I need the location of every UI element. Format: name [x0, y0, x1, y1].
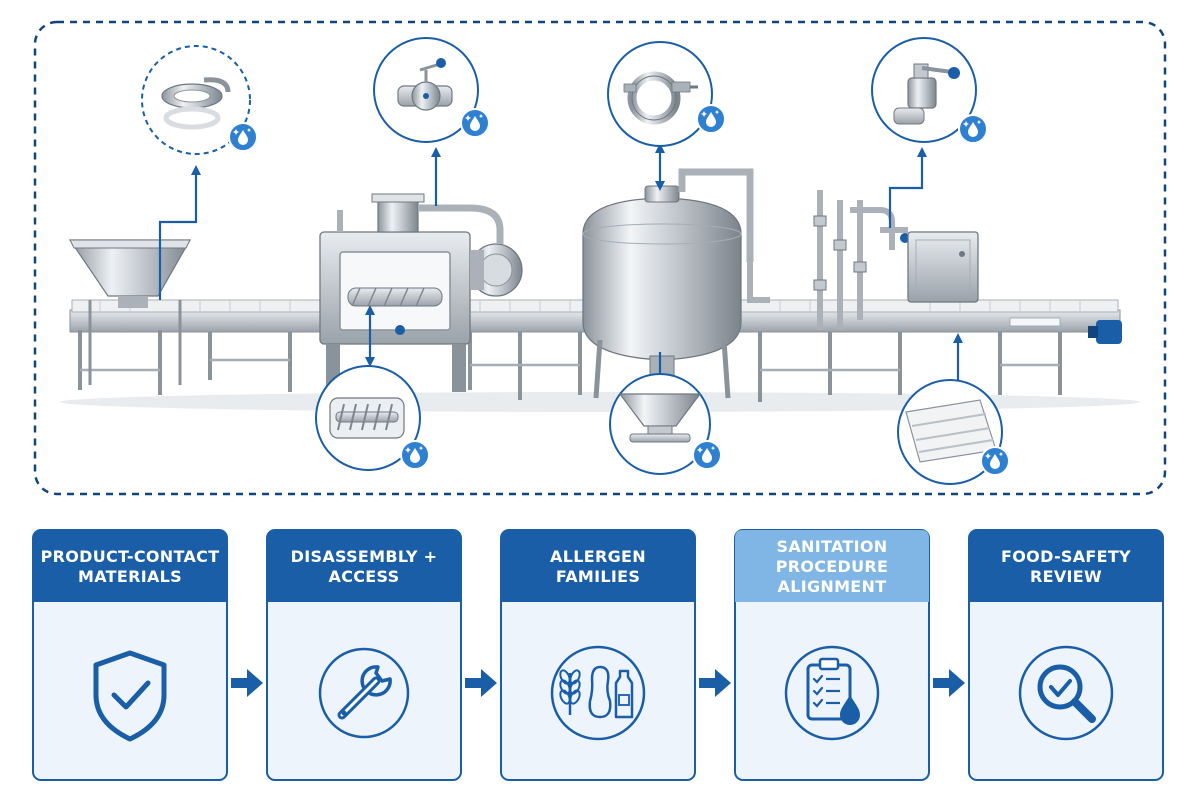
modular-belt-icon: [905, 399, 997, 463]
step-card-header: [969, 530, 1163, 602]
processing-line: [60, 168, 1140, 412]
clipboard-drop-icon: [784, 645, 880, 741]
wrench-icon: [318, 647, 410, 739]
flow-arrow: [933, 669, 965, 697]
sanitize-badge-icon: [980, 446, 1010, 476]
callout-ball-valve: [871, 37, 988, 144]
equipment-frame: [33, 20, 1167, 496]
step-title-line: ALLERGEN: [550, 547, 646, 566]
step-title-line: MATERIALS: [78, 567, 182, 586]
step-title-line: ALIGNMENT: [778, 577, 887, 596]
allergen-icon: [550, 645, 646, 741]
step-card-header: [267, 530, 461, 602]
callout-tri-clamp: [607, 41, 726, 147]
valve-manifold: [817, 190, 908, 330]
clamp-gasket-icon: [161, 77, 231, 130]
step-card-2: DISASSEMBLY +ACCESS: [266, 529, 462, 781]
callout-tank-outlet: [609, 373, 722, 475]
flow-arrow: [465, 669, 497, 697]
sanitize-badge-icon: [400, 440, 430, 470]
step-card-header: [735, 530, 929, 602]
sanitize-badge-icon: [958, 114, 988, 144]
sanitize-badge-icon: [228, 122, 258, 152]
connector-ball-valve: [888, 147, 927, 228]
callout-modular-belt: [897, 379, 1010, 485]
tank-outlet-icon: [618, 393, 702, 443]
holding-tank: [582, 168, 770, 399]
flow-arrow: [699, 669, 731, 697]
callout-butterfly-valve: [373, 37, 490, 143]
callout-auger: [315, 365, 430, 471]
step-title-line: PROCEDURE: [776, 557, 889, 576]
sanitize-badge-icon: [460, 108, 490, 138]
control-cabinet: [907, 231, 979, 303]
step-title-line: DISASSEMBLY +: [291, 547, 438, 566]
callout-connectors: [158, 143, 963, 385]
butterfly-valve-icon: [397, 58, 453, 111]
ball-valve-icon: [893, 63, 960, 125]
tri-clamp-icon: [623, 71, 698, 125]
magnifier-check-icon: [1018, 645, 1114, 741]
step-title-line: FOOD-SAFETY: [1001, 547, 1131, 566]
step-title-line: FAMILIES: [556, 567, 640, 586]
step-title-line: ACCESS: [329, 567, 400, 586]
connector-clamp-gasket: [158, 165, 201, 300]
shield-check-icon: [93, 650, 167, 742]
step-title-line: PRODUCT-CONTACT: [41, 547, 220, 566]
step-card-header: [501, 530, 695, 602]
auger-screw-icon: [329, 397, 405, 439]
step-title-line: REVIEW: [1030, 567, 1102, 586]
callout-clamp-gasket: [141, 45, 258, 155]
sanitize-badge-icon: [696, 104, 726, 134]
flow-arrow: [231, 669, 263, 697]
step-title-line: SANITATION: [777, 537, 888, 556]
step-card-header: [33, 530, 227, 602]
sanitize-badge-icon: [692, 440, 722, 470]
auger-mixer: [319, 193, 523, 392]
